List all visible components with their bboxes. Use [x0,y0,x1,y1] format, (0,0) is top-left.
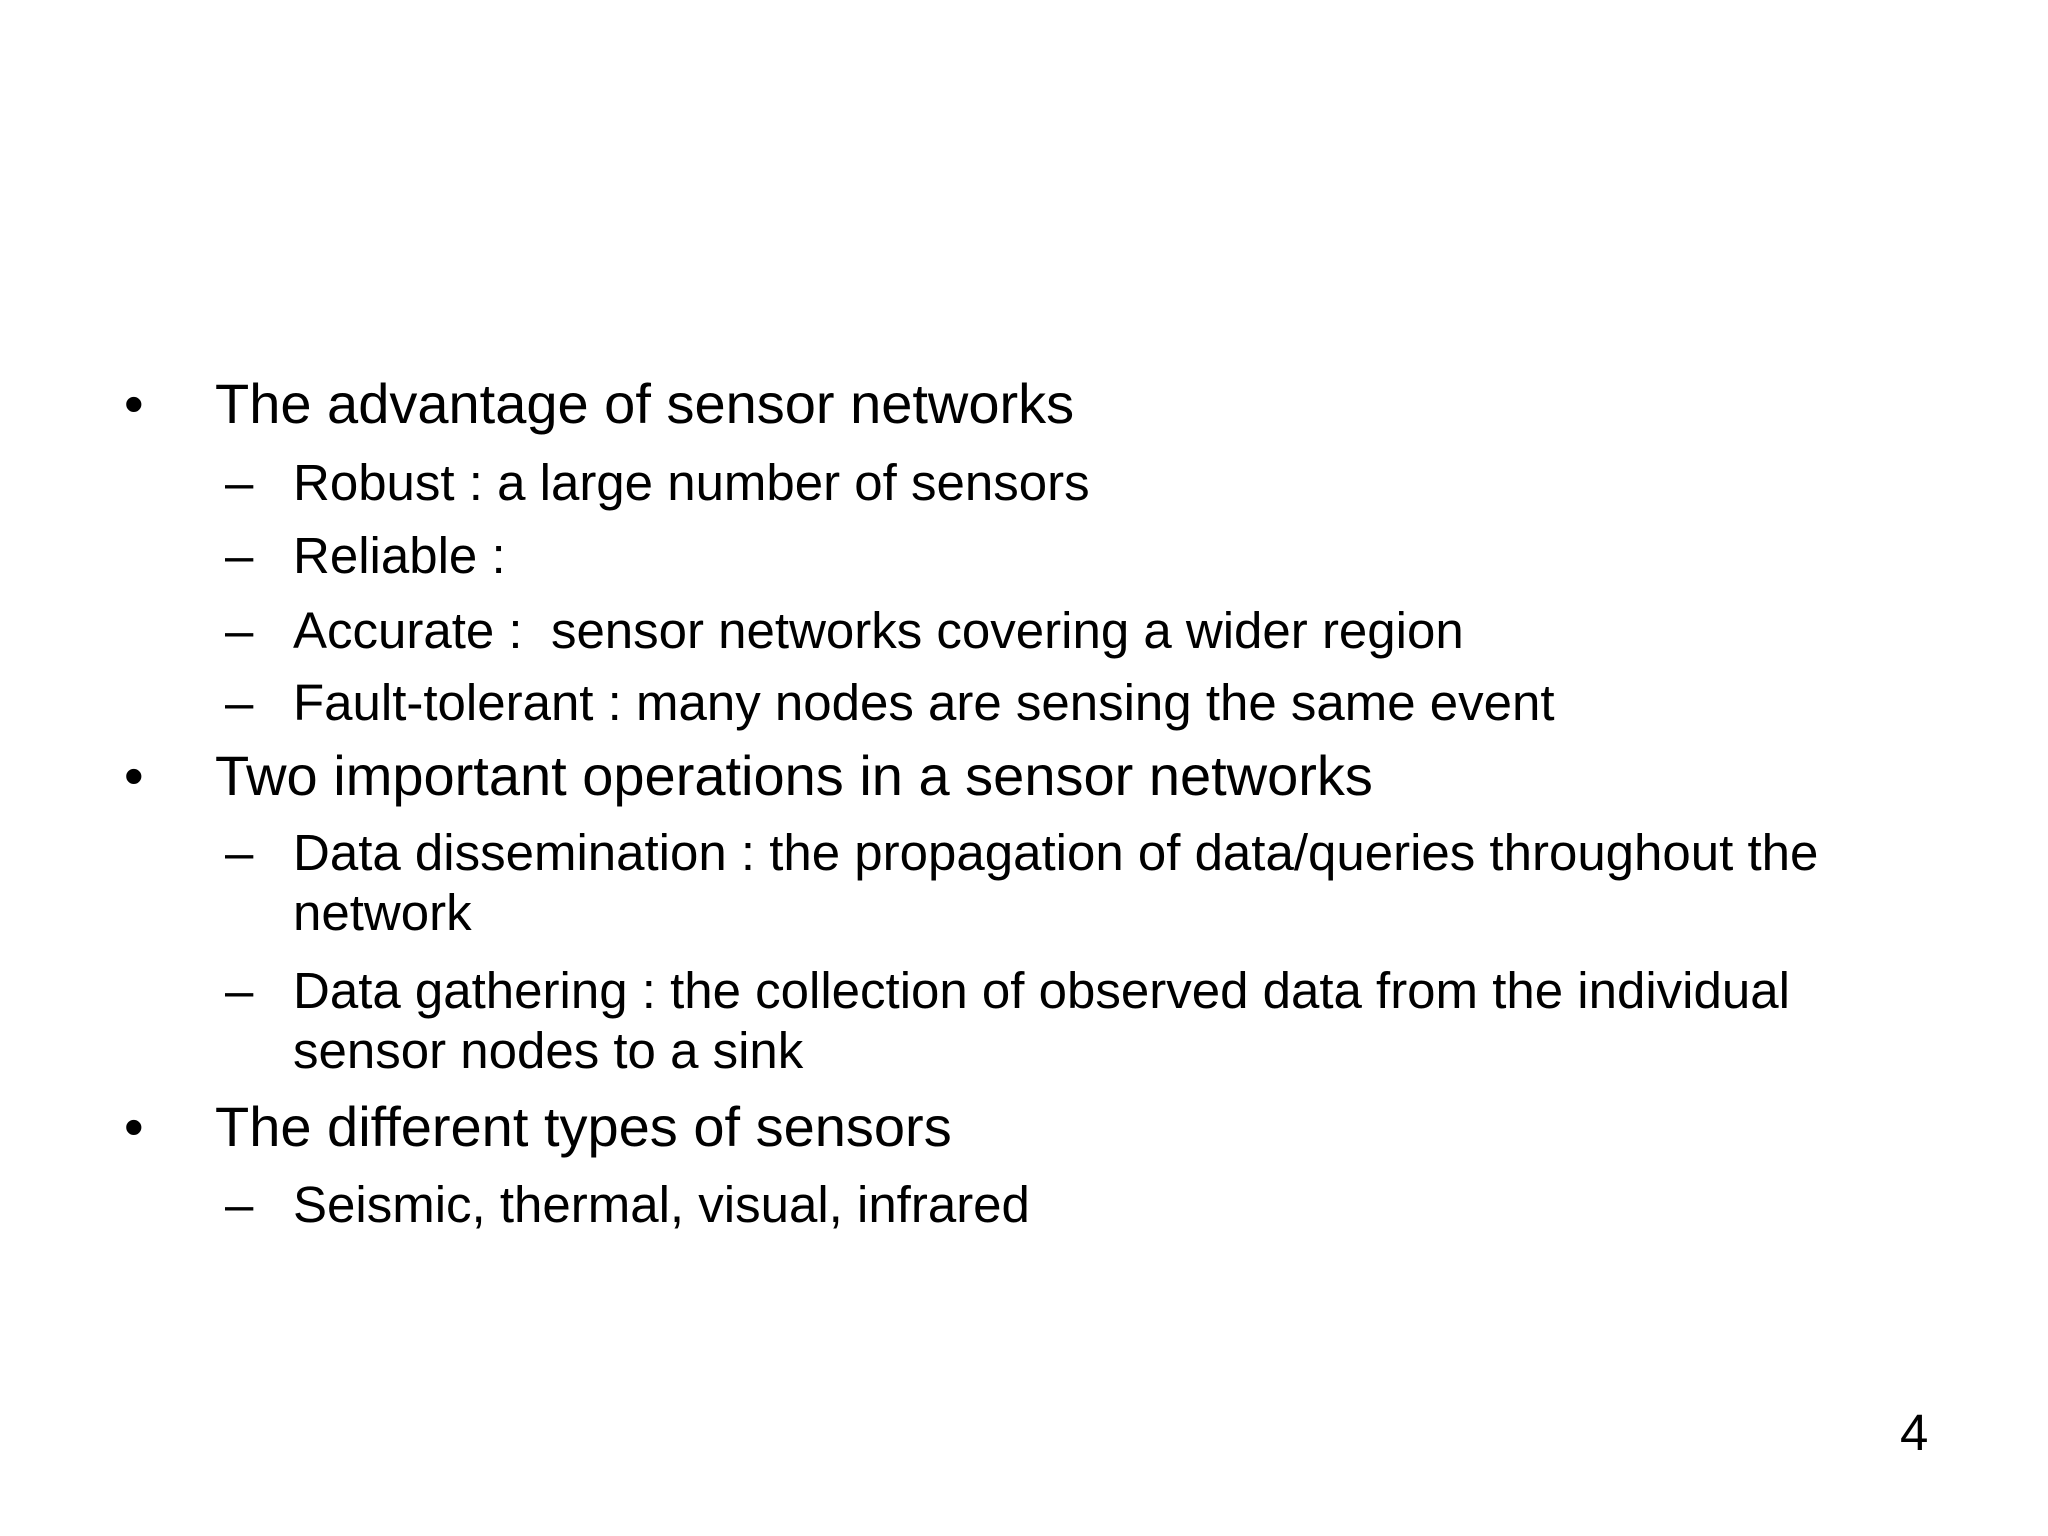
outline-text-6: Data dissemination : the propagation of … [293,824,1819,881]
dash-bullet-icon: – [225,1176,254,1233]
outline-line-1: – Robust : a large number of sensors [0,457,2048,661]
outline-text-11: Seismic, thermal, visual, infrared [293,1176,1030,1233]
page-number: 4 [1900,1404,1929,1461]
bullet-dot-icon: • [124,372,144,435]
outline-text-0: The advantage of sensor networks [215,372,1075,435]
outline-line-3: – Accurate : sensor networks covering a … [0,605,2048,809]
outline-line-4: – Fault-tolerant : many nodes are sensin… [0,677,2048,881]
outline-text-9: sensor nodes to a sink [293,1022,804,1079]
outline-text-4: Fault-tolerant : many nodes are sensing … [293,674,1555,731]
outline-line-5: • Two important operations in a sensor n… [0,748,2048,972]
bullet-dot-icon: • [124,1095,144,1158]
dash-bullet-icon: – [225,602,254,659]
outline-line-7-continuation: network [0,887,2048,1040]
outline-line-9-continuation: sensor nodes to a sink [0,1025,2048,1178]
outline-line-6: – Data dissemination : the propagation o… [0,827,2048,1031]
outline-text-5: Two important operations in a sensor net… [215,744,1373,807]
outline-line-2: – Reliable : [0,530,2048,734]
outline-text-8: Data gathering : the collection of obser… [293,962,1790,1019]
outline-text-10: The different types of sensors [215,1095,952,1158]
bullet-dot-icon: • [124,744,144,807]
dash-bullet-icon: – [225,674,254,731]
dash-bullet-icon: – [225,962,254,1019]
outline-line-10: • The different types of sensors [0,1099,2048,1323]
outline-line-0: • The advantage of sensor networks [0,376,2048,600]
outline-text-3: Accurate : sensor networks covering a wi… [293,602,1464,659]
outline-text-7: network [293,884,472,941]
outline-text-2: Reliable : [293,527,506,584]
outline-line-11: – Seismic, thermal, visual, infrared [0,1179,2048,1383]
dash-bullet-icon: – [225,527,254,584]
dash-bullet-icon: – [225,824,254,881]
outline-text-1: Robust : a large number of sensors [293,454,1090,511]
outline-line-8: – Data gathering : the collection of obs… [0,965,2048,1169]
dash-bullet-icon: – [225,454,254,511]
